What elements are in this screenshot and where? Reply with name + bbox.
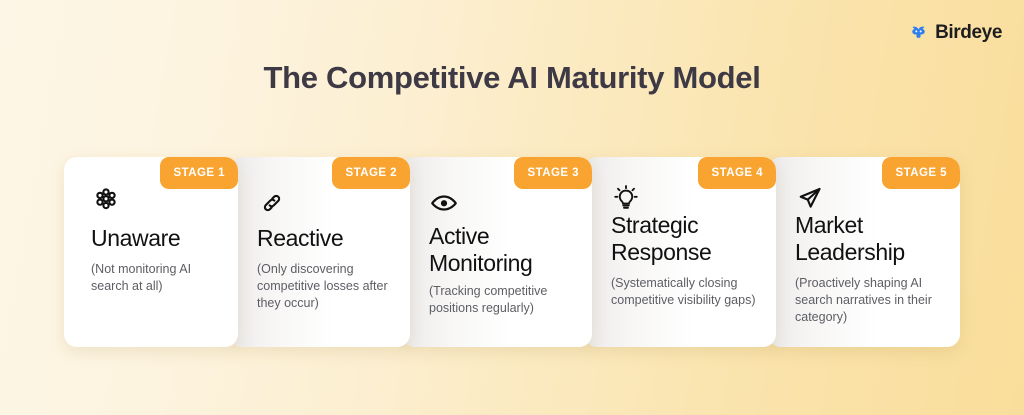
stage-card-3[interactable]: STAGE 3 Active Monitoring (Tracking comp… [402,157,592,347]
stage-card-2[interactable]: STAGE 2 Reactive (Only discovering compe… [230,157,410,347]
paper-plane-icon [795,183,825,213]
stage-description-3: (Tracking competitive positions regularl… [429,284,548,315]
stage-card-5[interactable]: STAGE 5 Market Leadership (Proactively s… [768,157,960,347]
stage-title-4: Strategic Response [611,212,712,265]
stage-description-1: (Not monitoring AI search at all) [91,262,192,293]
lightbulb-icon [611,183,641,213]
stage-title-5: Market Leadership [795,212,905,265]
stage-card-1[interactable]: STAGE 1 Unaware (Not monitoring AI searc… [64,157,238,347]
stage-badge-2: STAGE 2 [332,157,410,189]
page-title: The Competitive AI Maturity Model [263,60,761,95]
stage-description-4: (Systematically closing competitive visi… [611,276,756,307]
stage-badge-5: STAGE 5 [882,157,960,189]
brand-logo: Birdeye [909,23,1002,42]
stage-title-2: Reactive [257,225,344,251]
stage-description-2: (Only discovering competitive losses aft… [257,262,388,310]
stage-description-5: (Proactively shaping AI search narrative… [795,276,932,324]
stage-badge-3: STAGE 3 [514,157,592,189]
stage-card-4[interactable]: STAGE 4 Strategic Response (Systematical… [584,157,776,347]
birdeye-bird-icon [909,23,928,42]
stage-title-3: Active Monitoring [429,223,533,276]
stage-badge-4: STAGE 4 [698,157,776,189]
link-chain-icon [257,188,287,218]
cluster-dots-icon [91,183,121,213]
stage-card-list: STAGE 1 Unaware (Not monitoring AI searc… [64,157,960,347]
brand-name: Birdeye [935,22,1002,43]
stage-title-1: Unaware [91,225,181,251]
eye-icon [429,188,459,218]
stage-badge-1: STAGE 1 [160,157,238,189]
